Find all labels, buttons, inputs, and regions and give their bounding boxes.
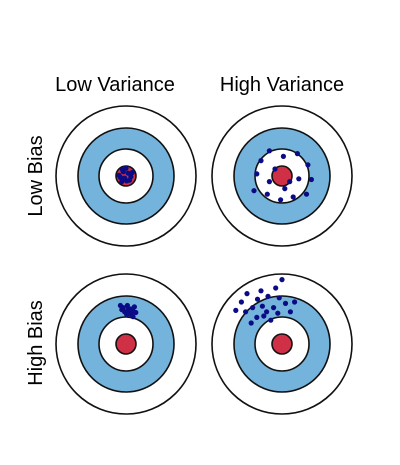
hit-point [278, 197, 284, 203]
hit-point [119, 307, 125, 313]
hit-point [287, 309, 293, 315]
hit-point [258, 158, 264, 164]
hit-point [129, 169, 135, 176]
hit-point [305, 162, 311, 168]
hit-point [251, 188, 257, 194]
hit-point [125, 307, 131, 313]
target-high-bias-high-variance [211, 273, 353, 415]
hit-point [303, 191, 310, 197]
hit-point [264, 191, 270, 197]
hit-point [243, 309, 249, 315]
column-label-low-variance: Low Variance [55, 74, 175, 96]
hit-point [254, 296, 261, 302]
hit-point [273, 285, 279, 291]
bullseye [271, 333, 293, 355]
hit-point [279, 277, 285, 283]
bullseye [115, 333, 137, 355]
hit-point [258, 288, 264, 294]
hit-point [133, 309, 139, 316]
hit-point [292, 299, 298, 305]
target-low-bias-high-variance [211, 105, 353, 247]
column-label-high-variance: High Variance [220, 74, 344, 96]
hit-point [117, 302, 123, 309]
hit-point [259, 303, 265, 309]
hit-point [123, 165, 129, 171]
target-low-bias-low-variance [55, 105, 197, 247]
hit-point [296, 176, 302, 182]
hit-point [119, 179, 125, 185]
row-label-high-bias: High Bias [25, 300, 47, 386]
target-high-bias-low-variance [55, 273, 197, 415]
hit-point [268, 317, 274, 323]
row-label-low-bias: Low Bias [25, 135, 47, 216]
hit-point [276, 295, 282, 301]
hit-point [264, 309, 270, 315]
hit-point [238, 299, 244, 305]
hit-point [125, 170, 131, 176]
targets-layer [55, 105, 353, 415]
hit-point [266, 148, 272, 154]
hit-point [244, 291, 250, 297]
hit-point [130, 314, 136, 320]
hit-point [124, 312, 130, 318]
hit-point [280, 153, 286, 159]
hit-point [122, 175, 128, 181]
hit-point [287, 179, 293, 185]
hit-point [308, 176, 314, 183]
hit-point [233, 307, 239, 313]
bullseye [271, 165, 293, 187]
hit-point [290, 194, 296, 200]
hit-point [116, 172, 122, 178]
hit-point [254, 314, 260, 320]
hit-point [131, 304, 137, 310]
hit-point [272, 166, 278, 172]
hit-point [261, 313, 267, 319]
hit-point [254, 171, 260, 177]
hit-point [266, 179, 272, 185]
hit-point [248, 320, 254, 326]
hit-point [250, 305, 256, 311]
hit-point [275, 310, 281, 316]
hit-point [282, 186, 288, 192]
hit-point [294, 151, 300, 157]
hit-point [265, 293, 271, 299]
hit-point [282, 300, 289, 306]
hit-point [126, 177, 133, 183]
hit-point [271, 305, 277, 311]
hit-point [124, 302, 130, 309]
